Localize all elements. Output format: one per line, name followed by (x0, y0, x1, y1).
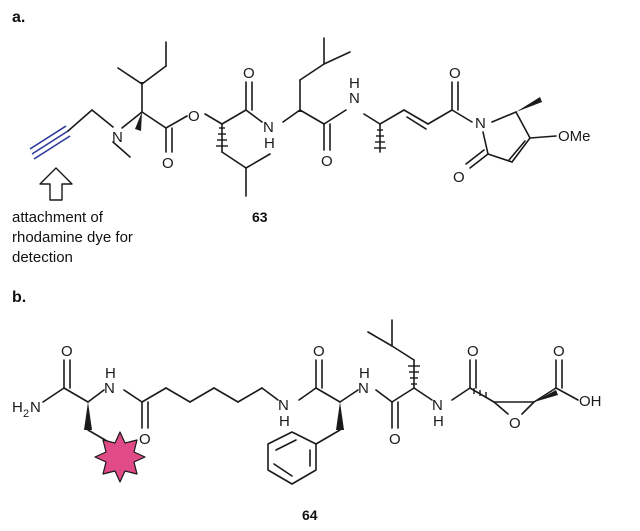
stereo-bonds-64 (84, 365, 558, 430)
atom-o-epoxide: O (509, 415, 521, 432)
atom-h2n-sub: 2 (23, 408, 29, 420)
molecule-63-bonds (67, 37, 557, 197)
panel-label-a: a. (12, 9, 25, 26)
atom-o-ester: O (188, 108, 200, 125)
atom-h-2: H (349, 75, 360, 92)
atom-h-1: H (264, 135, 275, 152)
atom-h2n-n: N (30, 399, 41, 416)
atom-o-amide-terminal: O (61, 343, 73, 360)
atom-h-b4: H (433, 413, 444, 430)
atom-nh-b3: N (358, 380, 369, 397)
atom-n-amine: N (112, 129, 123, 146)
atom-nh-2: N (349, 90, 360, 107)
atom-h2n-h: H (12, 399, 23, 416)
atom-o-lactam: O (453, 169, 465, 186)
atom-nh-1: N (263, 119, 274, 136)
atom-o-amide-2: O (321, 153, 333, 170)
compound-id-64: 64 (302, 507, 318, 523)
atom-nh-b1: N (104, 380, 115, 397)
atom-nh-b2: N (278, 397, 289, 414)
atom-o-ester-carbonyl: O (162, 155, 174, 172)
alkyne-group (29, 125, 71, 160)
annotation-line-2: rhodamine dye for (12, 229, 133, 246)
atom-o-amide-3: O (449, 65, 461, 82)
atom-o-phe: O (313, 343, 325, 360)
panel-label-b: b. (12, 289, 26, 306)
star-icon (94, 431, 146, 483)
annotation-line-1: attachment of (12, 209, 104, 226)
atom-oh-acid: OH (579, 393, 602, 410)
atom-nh-b4: N (432, 397, 443, 414)
atom-n-ring: N (475, 115, 486, 132)
atom-h-b2: H (279, 413, 290, 430)
atom-o-linker: O (139, 431, 151, 448)
atom-o-amide-1: O (243, 65, 255, 82)
atom-h-b3: H (359, 365, 370, 382)
stereo-bonds-63 (135, 82, 542, 153)
atom-methoxy: OMe (558, 128, 591, 145)
atom-o-leu: O (389, 431, 401, 448)
annotation-line-3: detection (12, 249, 73, 266)
hollow-up-arrow-icon (39, 167, 73, 201)
atom-o-amide-epox: O (467, 343, 479, 360)
compound-id-63: 63 (252, 209, 268, 225)
atom-h-b1: H (105, 365, 116, 382)
atom-o-acid: O (553, 343, 565, 360)
